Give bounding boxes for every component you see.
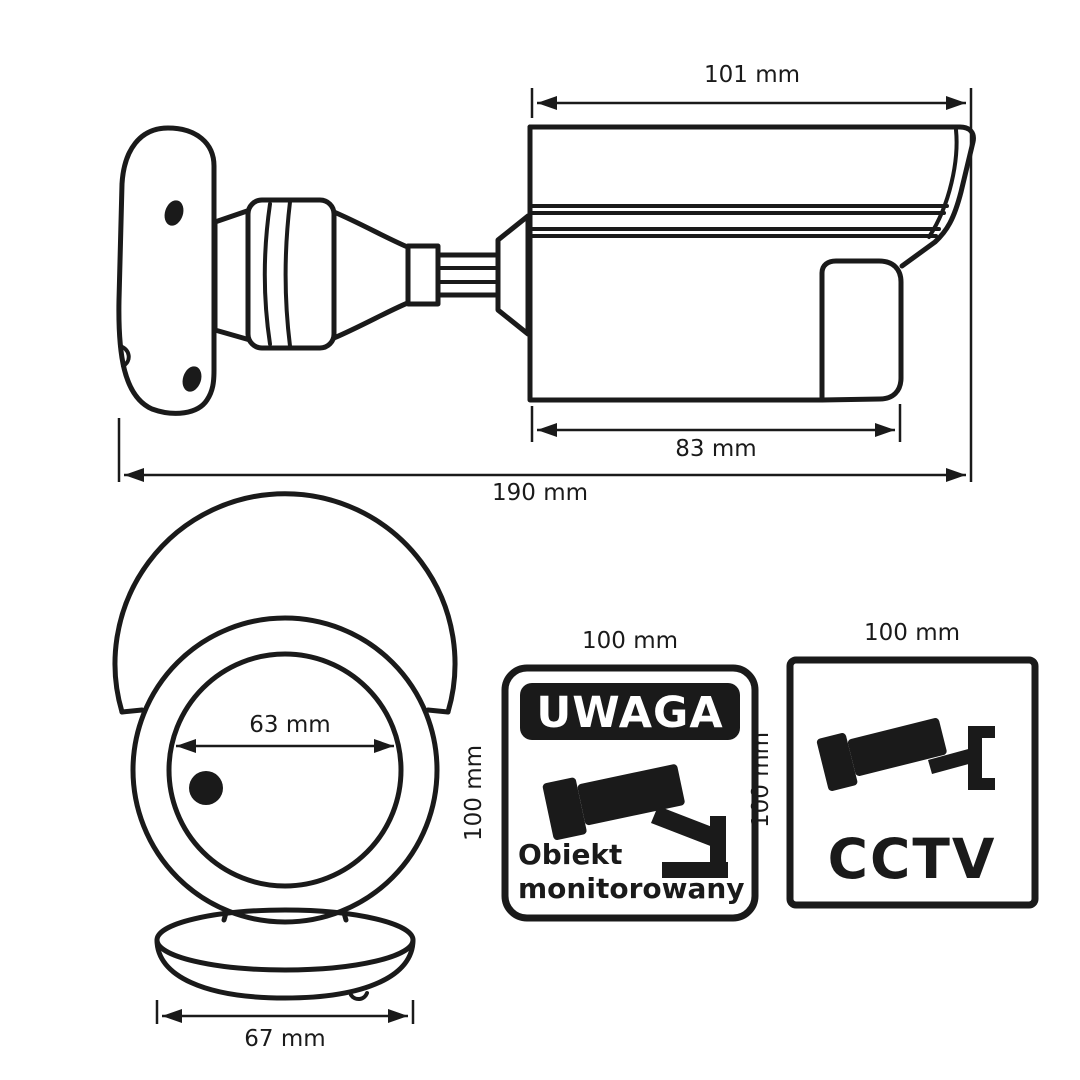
camera-icon-flange-top — [982, 726, 995, 738]
camera-icon-flange-bottom — [982, 778, 995, 790]
cctv-sticker-dimensions: 100 mm 100 mm — [748, 620, 960, 828]
dim-label-67: 67 mm — [244, 1026, 325, 1052]
screw-hole-bottom — [182, 366, 202, 392]
camera-icon-body — [847, 718, 947, 776]
front-base-rim — [154, 937, 416, 1001]
front-visor-arc — [112, 491, 458, 715]
front-view-dimensions: 63 mm 67 mm — [155, 712, 415, 1052]
uwaga-dim-height: 100 mm — [461, 745, 487, 841]
wall-plate — [116, 125, 217, 416]
cctv-dim-height: 100 mm — [748, 732, 774, 828]
front-lens-circle — [166, 651, 404, 889]
bracket-rod — [435, 252, 501, 298]
camera-icon-hood — [542, 777, 587, 840]
camera-icon-arm — [651, 806, 720, 847]
screw-hole-top — [164, 200, 184, 226]
bracket-knuckle — [245, 197, 337, 351]
uwaga-banner — [520, 683, 740, 740]
camera-sunshield — [527, 124, 976, 269]
wall-plate-notch — [118, 344, 131, 368]
bracket-cone — [331, 209, 413, 341]
cctv-camera-icon — [542, 764, 728, 878]
cctv-sticker-border — [786, 656, 1039, 909]
bracket-knuckle-line-2 — [283, 200, 292, 348]
dim-label-83: 83 mm — [675, 436, 756, 462]
camera-body-outline — [527, 124, 825, 403]
front-visor-cap-right — [425, 707, 451, 715]
bracket-knuckle-line-1 — [262, 202, 272, 346]
uwaga-title: UWAGA — [536, 688, 723, 738]
cctv-dim-width: 100 mm — [864, 620, 960, 646]
camera-mount-stub — [495, 213, 531, 337]
uwaga-sticker-dimensions: 100 mm 100 mm — [461, 628, 678, 841]
camera-icon-foot — [662, 862, 728, 878]
front-ir-dot — [189, 771, 223, 805]
dim-label-190: 190 mm — [492, 480, 588, 506]
front-outer-circle — [130, 615, 440, 925]
dim-label-63: 63 mm — [249, 712, 330, 738]
cctv-label: CCTV — [828, 827, 997, 891]
bracket-collar-2 — [405, 243, 441, 307]
front-base-notch — [349, 991, 369, 1001]
dim-label-101: 101 mm — [704, 62, 800, 88]
uwaga-caption-line2: monitorowany — [518, 872, 745, 905]
uwaga-dim-width: 100 mm — [582, 628, 678, 654]
side-view-dimensions: 101 mm 83 mm 190 mm — [117, 62, 973, 506]
cctv-camera-icon — [816, 718, 995, 791]
camera-sunshield-inner-edge — [927, 128, 959, 239]
front-view-drawing — [112, 491, 458, 1001]
camera-front-hood — [819, 258, 904, 403]
bracket-collar — [212, 207, 253, 343]
camera-icon-arm — [928, 748, 976, 774]
uwaga-caption-line1: Obiekt — [518, 838, 622, 871]
side-view-drawing — [116, 124, 976, 416]
front-visor-cap-left — [119, 707, 145, 715]
camera-icon-hood — [816, 733, 858, 791]
uwaga-sticker: UWAGA Obiekt monitorowany — [501, 664, 759, 922]
camera-icon-pole — [968, 726, 982, 790]
cctv-sticker: CCTV — [786, 656, 1039, 909]
